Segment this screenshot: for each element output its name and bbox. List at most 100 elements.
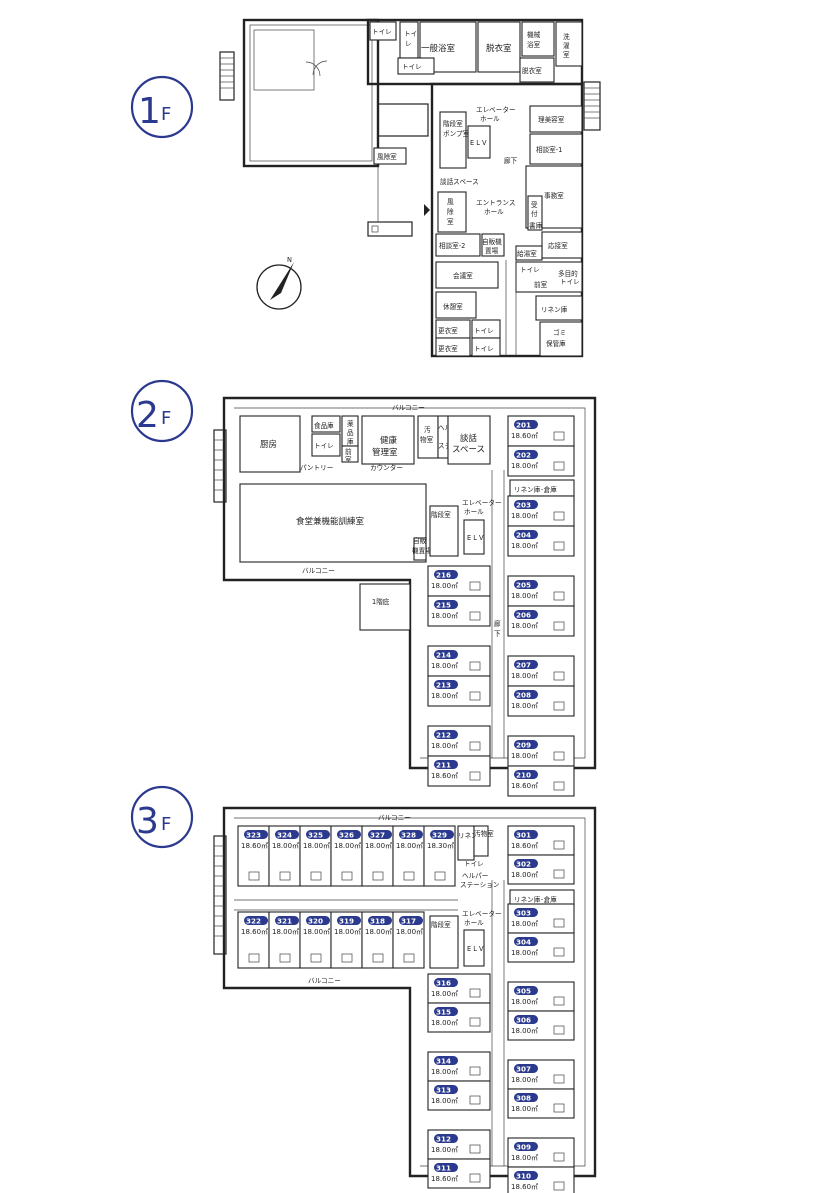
f2-room-area: 18.00㎡ [511,462,538,470]
f1-general-bath: 一般浴室 [421,43,456,54]
f2-room-badge [514,610,538,619]
f1-windbreak-1: 風 [447,198,454,206]
f1-corridor: 廊下 [504,156,518,165]
f3-room-badge [368,830,392,839]
f3-room-area: 18.00㎡ [511,1076,538,1084]
f2-room-area: 18.00㎡ [511,752,538,760]
f2-room-area: 18.00㎡ [431,582,458,590]
floor-2f-label: 2 F [130,379,194,443]
f3-room-number: 329 [432,831,447,840]
f3-room-number: 310 [516,1172,531,1181]
f3-room-area: 18.60㎡ [431,1175,458,1183]
f2-food-store: 食品庫 [314,421,334,430]
f2-linen: リネン庫･倉庫 [514,485,557,494]
f2-vending-2: 機置場 [412,546,432,555]
f3-room-number: 324 [277,831,292,840]
f2-kitchen: 厨房 [260,439,277,450]
f2-room-area: 18.00㎡ [511,592,538,600]
f3-linen-store: リネン庫･倉庫 [514,895,557,904]
f3-room-number: 307 [516,1065,531,1074]
floor-2f: 2 F バルコニー バルコニー 厨房 食品庫 薬 品 庫 トイレ 前 室 パント… [130,379,597,797]
f3-room-area: 18.00㎡ [396,842,423,850]
f2-corridor-1: 廊 [494,619,501,628]
f3-room-badge [399,830,423,839]
f2-elevator-hall-2: ホール [464,508,484,516]
f2-room-number: 202 [516,451,531,460]
f3-room-area: 18.00㎡ [431,1097,458,1105]
f1-meeting: 会議室 [453,271,473,280]
f3-room-badge [514,937,538,946]
f3-room-number: 302 [516,860,531,869]
f2-roof: 1階庇 [372,597,390,606]
f2-corridor-2: 下 [494,630,501,638]
f2-room-number: 204 [516,531,531,540]
f2-room-badge [434,680,458,689]
f3-room-302: 302 18.00㎡ [507,854,575,885]
f3-room-area: 18.00㎡ [365,928,392,936]
floor-1f-f: F [161,104,171,125]
f3-soiled-1: 汚物室 [474,829,494,838]
f1-toilet-top: トイレ [372,28,392,36]
f3-room-area: 18.00㎡ [431,990,458,998]
f3-room-number: 319 [339,917,354,926]
f3-elevator-hall-1: エレベーター [462,909,502,918]
f1-toilet-a: トイ [404,30,417,38]
f2-room-area: 18.00㎡ [511,702,538,710]
f3-room-number: 309 [516,1143,531,1152]
f2-elevator-hall-1: エレベーター [462,498,502,507]
f3-room-area: 18.00㎡ [511,871,538,879]
f2-room-badge [434,760,458,769]
f3-room-badge [514,1142,538,1151]
f2-room-area: 18.60㎡ [511,432,538,440]
f3-stairs: 階段室 [431,920,451,929]
f3-room-number: 306 [516,1016,531,1025]
f2-pharmacy-3: 庫 [347,437,354,446]
f3-room-number: 325 [308,831,323,840]
f1-elevator-hall-1: エレベーター [476,105,516,114]
f1-reception-1: 受 [531,200,538,209]
f2-room-badge [434,600,458,609]
f2-room-area: 18.00㎡ [511,622,538,630]
f3-room-area: 18.00㎡ [431,1019,458,1027]
f3-toilet: トイレ [464,860,484,868]
f1-toilet-2: トイレ [402,63,422,71]
floor-3f-label: 3 F [130,785,194,849]
f2-pharmacy-2: 品 [347,429,354,437]
f3-room-area: 18.00㎡ [511,1154,538,1162]
f2-room-number: 203 [516,501,531,510]
f3-elv: E L V [467,945,484,953]
f3-helper-2: ステーション [460,881,500,889]
f3-room-area: 18.00㎡ [431,1146,458,1154]
f3-room-area: 18.00㎡ [303,928,330,936]
f3-room-number: 312 [436,1135,451,1144]
f3-room-badge [514,830,538,839]
f2-room-badge [434,730,458,739]
f3-room-area: 18.00㎡ [272,842,299,850]
f3-room-badge [337,830,361,839]
f2-room-badge [434,650,458,659]
f1-laundry-1: 洗 [563,32,570,41]
f3-room-badge [244,916,268,925]
f3-room-number: 304 [516,938,531,947]
f2-elv: E L V [467,534,484,542]
f3-room-badge [514,986,538,995]
f2-room-badge [514,740,538,749]
f2-room-badge [514,580,538,589]
f3-top-rooms: 32318.60㎡32418.00㎡32518.00㎡32618.00㎡3271… [237,825,456,887]
f3-room-number: 317 [401,917,416,926]
f1-toilet-7: トイレ [474,345,494,353]
f3-room-number: 308 [516,1094,531,1103]
f1-reception-3: 書庫 [529,221,543,230]
f1-toilet-3: トイレ [520,266,540,274]
f1-vending-2: 置場 [485,246,499,255]
f1-kyuto: 給湯室 [517,249,537,258]
